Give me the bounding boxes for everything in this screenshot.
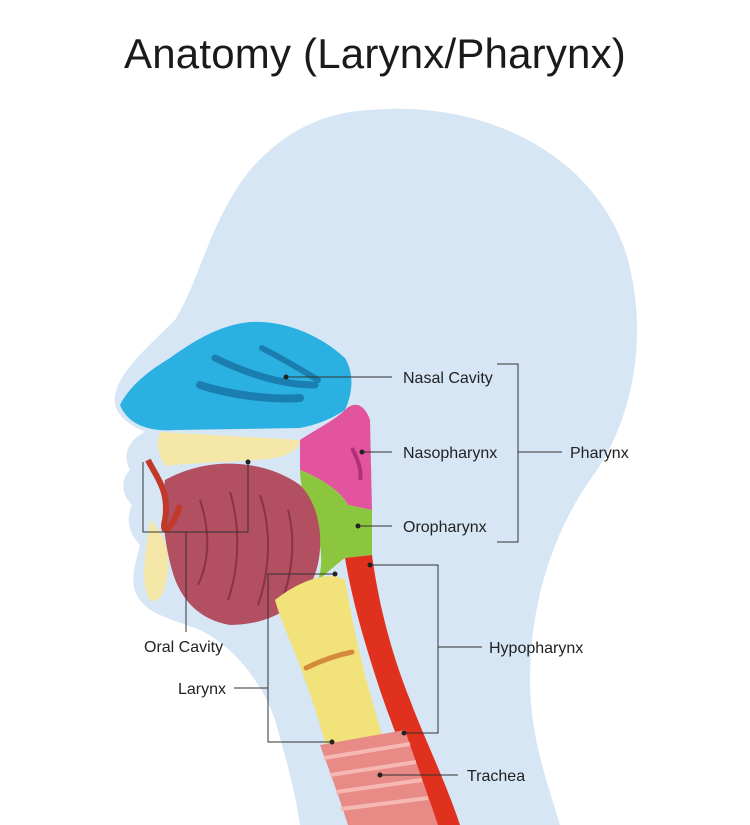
leader-lines bbox=[142, 363, 562, 776]
trachea-rings bbox=[323, 742, 429, 811]
label-nasal-cavity: Nasal Cavity bbox=[403, 370, 493, 387]
diagram-title: Anatomy (Larynx/Pharynx) bbox=[124, 30, 626, 77]
turbinate-middle bbox=[211, 354, 319, 389]
tongue-fold-3 bbox=[257, 494, 270, 606]
lips bbox=[145, 458, 183, 533]
label-oropharynx: Oropharynx bbox=[403, 519, 487, 536]
turbinate-upper bbox=[259, 345, 321, 383]
head-silhouette bbox=[114, 108, 638, 825]
label-hypopharynx: Hypopharynx bbox=[489, 640, 583, 657]
label-trachea: Trachea bbox=[467, 768, 525, 785]
nasal-cavity-region bbox=[120, 321, 352, 431]
hypopharynx-region bbox=[345, 555, 460, 825]
tongue-fold-1 bbox=[197, 499, 209, 586]
label-pharynx: Pharynx bbox=[570, 445, 629, 462]
label-larynx: Larynx bbox=[178, 681, 226, 698]
label-oral-cavity: Oral Cavity bbox=[144, 639, 223, 656]
turbinate-lower bbox=[196, 381, 304, 403]
label-nasopharynx: Nasopharynx bbox=[403, 445, 497, 462]
oropharynx-region bbox=[300, 470, 372, 580]
vocal-cords bbox=[303, 649, 355, 671]
hard-palate bbox=[157, 432, 300, 466]
nasopharynx-region bbox=[300, 404, 372, 510]
tongue-fold-4 bbox=[281, 509, 294, 601]
leader-dots bbox=[245, 374, 407, 778]
eustachian-tube-opening bbox=[350, 447, 363, 481]
lower-jaw bbox=[144, 520, 168, 601]
tongue-fold-2 bbox=[227, 491, 239, 601]
